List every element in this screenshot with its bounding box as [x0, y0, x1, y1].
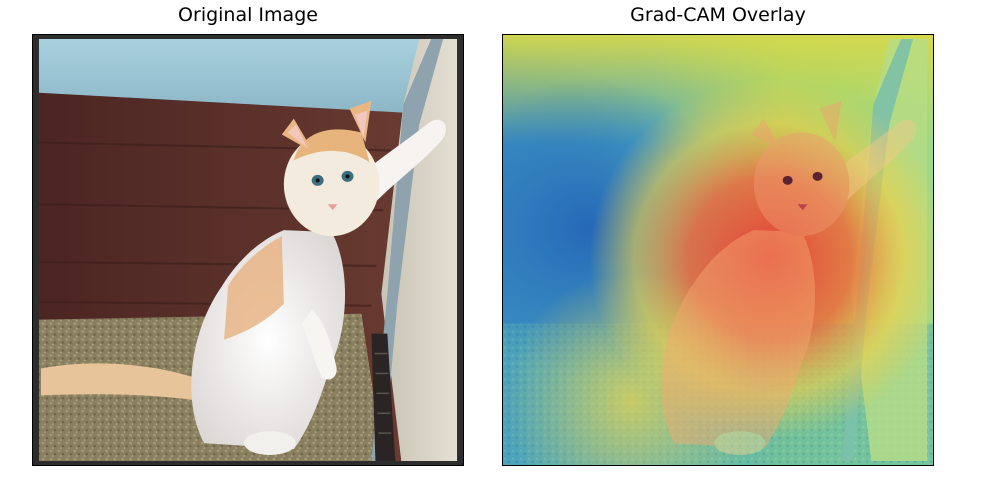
- gradcam-overlay-panel: [502, 34, 934, 466]
- original-image-title: Original Image: [178, 4, 318, 26]
- original-cat-photo: [33, 35, 463, 465]
- gradcam-heatmap-photo: [503, 35, 933, 465]
- original-image-panel: [32, 34, 464, 466]
- gradcam-overlay-title: Grad-CAM Overlay: [630, 4, 806, 26]
